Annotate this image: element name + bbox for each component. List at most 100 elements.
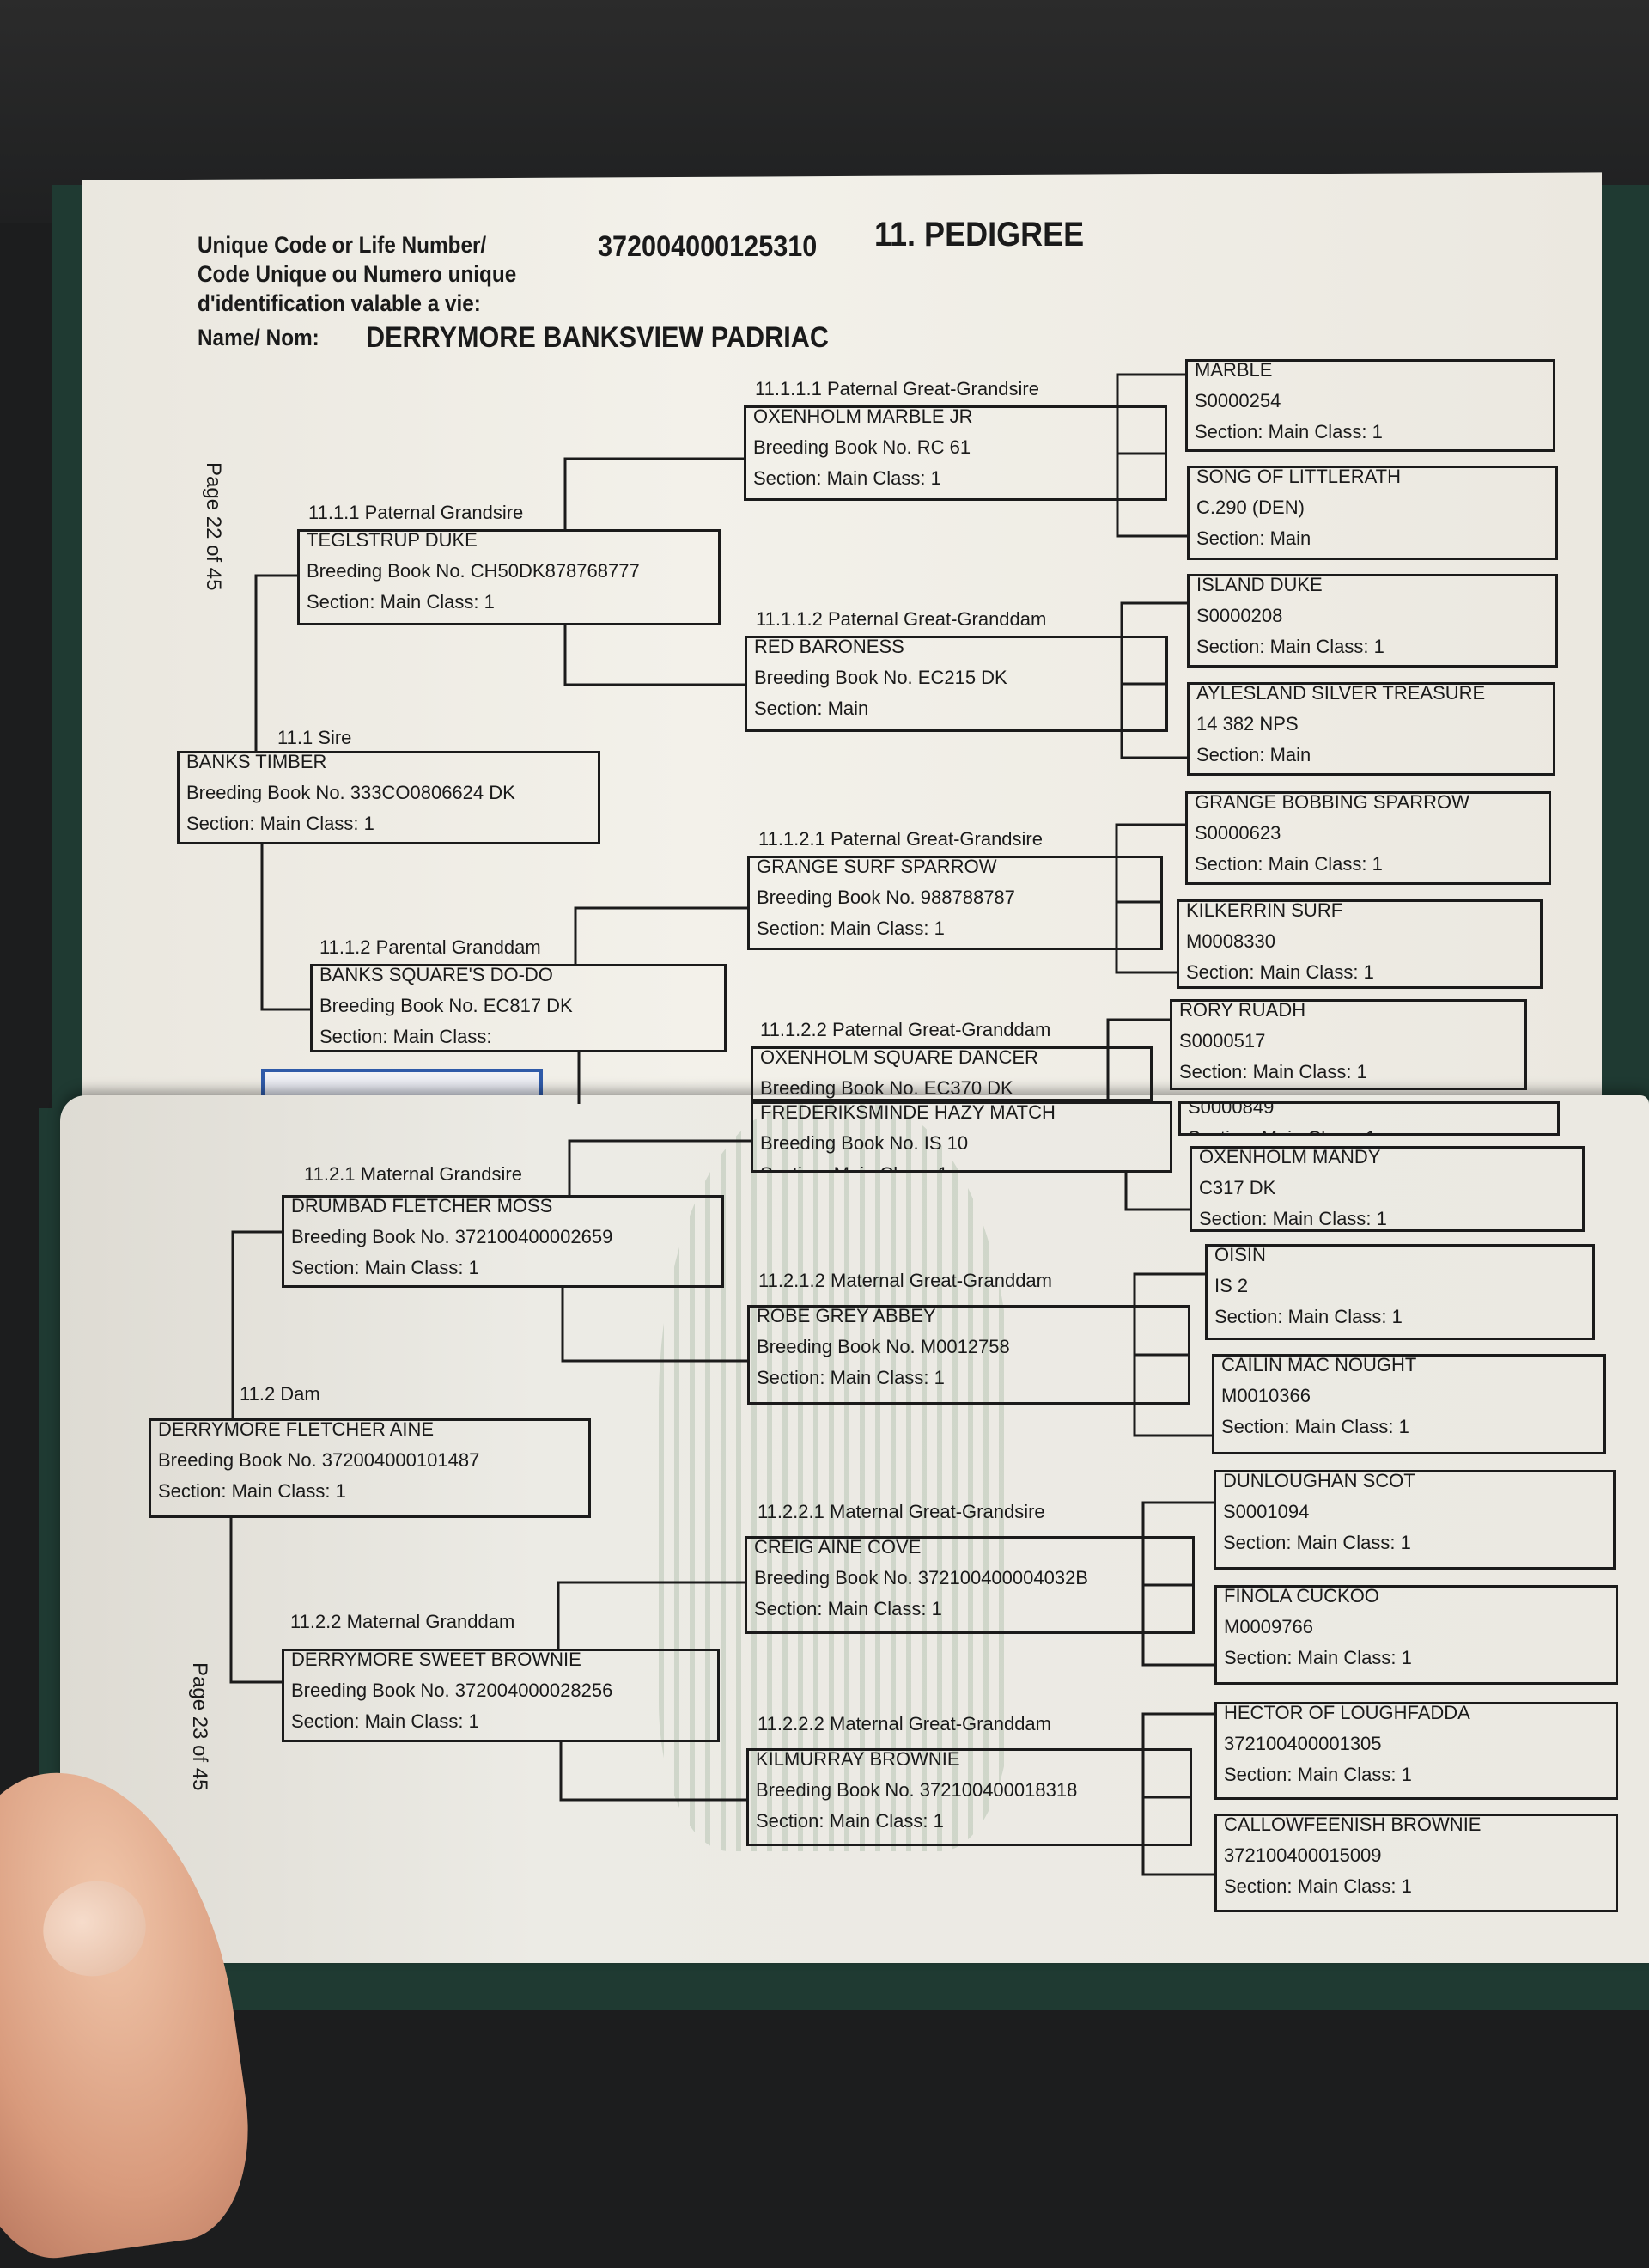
connector-line: [1120, 601, 1187, 759]
horse-name: CAILIN MAC NOUGHT: [1221, 1354, 1417, 1375]
registration-number: Breeding Book No. M0012758: [757, 1336, 1010, 1357]
horse-name: OXENHOLM MANDY: [1199, 1146, 1381, 1168]
section-class: Section: Main Class: 1: [1195, 421, 1383, 442]
registration-number: 372100400015009: [1224, 1844, 1382, 1866]
ancestor-label: 11.1.2.1 Paternal Great-Grandsire: [758, 828, 1043, 850]
horse-name: DRUMBAD FLETCHER MOSS: [291, 1195, 553, 1216]
life-number: 372004000125310: [598, 230, 818, 263]
horse-name: RORY RUADH: [1179, 999, 1306, 1021]
horse-name: TEGLSTRUP DUKE: [307, 529, 478, 551]
section-class: Section: Main Class: 1: [1199, 1208, 1387, 1229]
registration-number: M0010366: [1221, 1385, 1311, 1406]
ancestor-box-sire: BANKS TIMBER Breeding Book No. 333CO08066…: [177, 751, 600, 844]
section-class: Section: Main Class: 1: [754, 1598, 942, 1619]
connector-line: [1141, 1712, 1214, 1876]
section-class: Section: Main Class: 1: [307, 591, 495, 613]
horse-name: OXENHOLM SQUARE DANCER: [760, 1046, 1038, 1068]
horse-name: GRANGE SURF SPARROW: [757, 856, 997, 877]
great-great-ancestor-box: AYLESLAND SILVER TREASURE 14 382 NPS Secti…: [1187, 682, 1555, 776]
connector-line: [229, 1518, 282, 1684]
horse-name: KILKERRIN SURF: [1186, 899, 1343, 921]
horse-name: GRANGE BOBBING SPARROW: [1195, 791, 1469, 813]
horse-name: HECTOR OF LOUGHFADDA: [1224, 1702, 1470, 1723]
section-class: Section: Main: [1196, 744, 1311, 765]
ancestor-label: 11.2.1.2 Maternal Great-Granddam: [758, 1270, 1052, 1291]
horse-name: FREDERIKSMINDE HAZY MATCH: [760, 1101, 1056, 1123]
horse-name: CREIG AINE COVE: [754, 1536, 922, 1558]
horse-name: CALLOWFEENISH BROWNIE: [1224, 1814, 1482, 1835]
horse-name: AYLESLAND SILVER TREASURE: [1196, 682, 1486, 704]
registration-number: Breeding Book No. 372004000101487: [158, 1449, 480, 1471]
connector-line: [557, 1581, 745, 1649]
registration-number: C317 DK: [1199, 1177, 1276, 1198]
ancestor-label: 11.2.2 Maternal Granddam: [290, 1611, 515, 1632]
registration-number: Breeding Book No. EC817 DK: [319, 995, 573, 1016]
page-23: [60, 1095, 1649, 1963]
horse-name: DERRYMORE BANKSVIEW PADRIAC: [366, 321, 829, 354]
registration-number: Breeding Book No. RC 61: [753, 436, 971, 458]
section-class: Section: Main Class: 1: [760, 1159, 1170, 1170]
connector-line: [563, 625, 745, 686]
section-class: Section: Main Class: 1: [1188, 1123, 1557, 1133]
ancestor-label: 11.1.2 Parental Granddam: [319, 936, 541, 958]
section-class: Section: Main Class: 1: [1196, 636, 1384, 657]
name-label: Name/ Nom:: [198, 325, 319, 351]
section-class: Section: Main Class: 1: [753, 467, 941, 489]
registration-number: Breeding Book No. 333CO0806624 DK: [186, 782, 515, 803]
registration-number: Breeding Book No. IS 10: [760, 1132, 969, 1154]
great-great-ancestor-box: OXENHOLM MANDY C317 DK Section: Main Class…: [1190, 1146, 1585, 1232]
horse-name: DERRYMORE SWEET BROWNIE: [291, 1649, 581, 1670]
registration-number: S0000254: [1195, 390, 1281, 412]
connector-line: [568, 1139, 751, 1195]
section-class: Section: Main Class: 1: [291, 1257, 479, 1278]
section-class: Section: Main Class: 1: [1186, 961, 1374, 983]
horse-name: MARBLE: [1195, 359, 1273, 381]
connector-line: [1133, 1272, 1212, 1437]
horse-name: SONG OF LITTLERATH: [1196, 466, 1401, 487]
ancestor-label: 11.2 Dam: [240, 1383, 320, 1405]
connector-line: [1124, 1173, 1190, 1211]
section-class: Section: Main Class: 1: [291, 1710, 479, 1732]
horse-name: OISIN: [1214, 1244, 1266, 1265]
section-class: Section: Main Class: 1: [1224, 1875, 1412, 1897]
section-class: Section: Main Class: 1: [158, 1480, 346, 1502]
registration-number: S0001094: [1223, 1501, 1310, 1522]
section-class: Section: Main Class: 1: [1223, 1532, 1411, 1553]
ancestor-box-ggd-1122: OXENHOLM SQUARE DANCER Breeding Book No. …: [751, 1046, 1153, 1101]
section-title: 11. PEDIGREE: [874, 216, 1085, 253]
connector-line: [254, 574, 297, 751]
connector-line: [1115, 823, 1185, 974]
section-class: Section: Main Class: 1: [1224, 1647, 1412, 1668]
pedigree-connector-lines: [229, 373, 1214, 1876]
connector-line: [1116, 373, 1187, 538]
ancestor-label: 11.1.1 Paternal Grandsire: [308, 502, 524, 523]
registration-number: Breeding Book No. EC215 DK: [754, 667, 1007, 688]
horse-name: BANKS TIMBER: [186, 751, 327, 772]
registration-number: 372100400001305: [1224, 1733, 1382, 1754]
registration-number: S0000208: [1196, 605, 1283, 626]
horse-name: RED BARONESS: [754, 636, 904, 657]
connector-line: [1106, 1018, 1170, 1100]
connector-line: [1141, 1501, 1214, 1667]
registration-number: 14 382 NPS: [1196, 713, 1299, 735]
ancestor-label: 11.1.1.1 Paternal Great-Grandsire: [755, 378, 1039, 399]
horse-name: ISLAND DUKE: [1196, 574, 1323, 595]
connector-line: [559, 1742, 746, 1802]
registration-number: Breeding Book No. EC370 DK: [760, 1077, 1013, 1099]
horse-name: ROBE GREY ABBEY: [757, 1305, 936, 1326]
registration-number: C.290 (DEN): [1196, 497, 1305, 518]
ancestor-label: 11.1.2.2 Paternal Great-Granddam: [760, 1019, 1051, 1040]
